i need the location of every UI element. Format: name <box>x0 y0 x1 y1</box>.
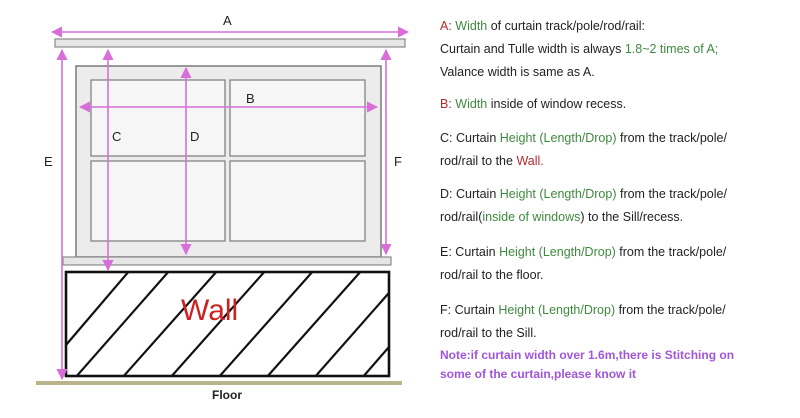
legend-key-c: C: <box>440 131 456 145</box>
legend-highlight-a: 1.8~2 times of A; <box>624 42 719 56</box>
window-pane <box>90 79 226 157</box>
window-pane <box>90 160 226 242</box>
stitching-note-line-2: some of the curtain,please know it <box>440 367 637 381</box>
label-b: B <box>246 91 255 106</box>
legend-text-d-pre: Curtain <box>455 187 500 201</box>
legend-text-f-2: rod/rail to the Sill. <box>440 326 537 340</box>
legend-highlight-c: Wall. <box>516 154 544 168</box>
label-a: A <box>223 13 232 28</box>
legend-entry-f: F: Curtain Height (Length/Drop) from the… <box>440 299 795 345</box>
legend-text-f-pre: Curtain <box>454 303 499 317</box>
legend-highlight-d: inside of windows <box>482 210 581 224</box>
legend-text-d-3: ) to the Sill/recess. <box>580 210 684 224</box>
wall-label: Wall <box>181 294 238 327</box>
label-f: F <box>394 154 402 169</box>
stitching-note: Note:if curtain width over 1.6m,there is… <box>440 346 795 384</box>
legend-text-a-3: Valance width is same as A. <box>440 65 595 79</box>
legend-text-a: of curtain track/pole/rod/rail: <box>487 19 645 33</box>
legend-text-d-2: rod/rail( <box>440 210 483 224</box>
label-e: E <box>44 154 53 169</box>
legend-text-c-post: from the track/pole/ <box>616 131 727 145</box>
legend-entry-b: B: Width inside of window recess. <box>440 93 795 116</box>
legend-term-d: Height (Length/Drop) <box>499 187 617 201</box>
wall-block <box>64 270 391 378</box>
legend-key-a: A: <box>440 19 456 33</box>
window-pane <box>229 79 366 157</box>
window-pane <box>229 160 366 242</box>
legend-text-e-post: from the track/pole/ <box>615 245 727 259</box>
curtain-measurement-diagram: A B C D E F Wall Floor <box>36 13 410 402</box>
legend-text-f-post: from the track/pole/ <box>615 303 726 317</box>
floor-line <box>36 381 402 385</box>
legend-key-f: F: <box>440 303 455 317</box>
legend-text-e-pre: Curtain <box>455 245 500 259</box>
stitching-note-line-1: Note:if curtain width over 1.6m,there is… <box>440 348 735 362</box>
legend-term-b: Width <box>455 97 488 111</box>
legend-term-e: Height (Length/Drop) <box>499 245 616 259</box>
legend-key-d: D: <box>440 187 456 201</box>
legend-text-c-pre: Curtain <box>455 131 500 145</box>
legend-term-c: Height (Length/Drop) <box>499 131 617 145</box>
legend-text-a-2: Curtain and Tulle width is always <box>440 42 625 56</box>
curtain-rod <box>54 38 406 48</box>
legend-term-a: Width <box>455 19 488 33</box>
legend-entry-c: C: Curtain Height (Length/Drop) from the… <box>440 127 795 173</box>
legend-term-f: Height (Length/Drop) <box>498 303 616 317</box>
window-sill <box>62 256 392 266</box>
legend-key-e: E: <box>440 245 456 259</box>
legend-entry-a: A: Width of curtain track/pole/rod/rail:… <box>440 15 795 84</box>
label-d: D <box>190 129 199 144</box>
legend-text-c-2: rod/rail to the <box>440 154 517 168</box>
legend-text-d-post: from the track/pole/ <box>616 187 727 201</box>
legend-text-b: inside of window recess. <box>487 97 627 111</box>
legend-key-b: B: <box>440 97 456 111</box>
legend-entry-e: E: Curtain Height (Length/Drop) from the… <box>440 241 795 287</box>
floor-label: Floor <box>212 388 242 402</box>
label-c: C <box>112 129 121 144</box>
legend-text-e-2: rod/rail to the floor. <box>440 268 544 282</box>
legend-entry-d: D: Curtain Height (Length/Drop) from the… <box>440 183 795 229</box>
